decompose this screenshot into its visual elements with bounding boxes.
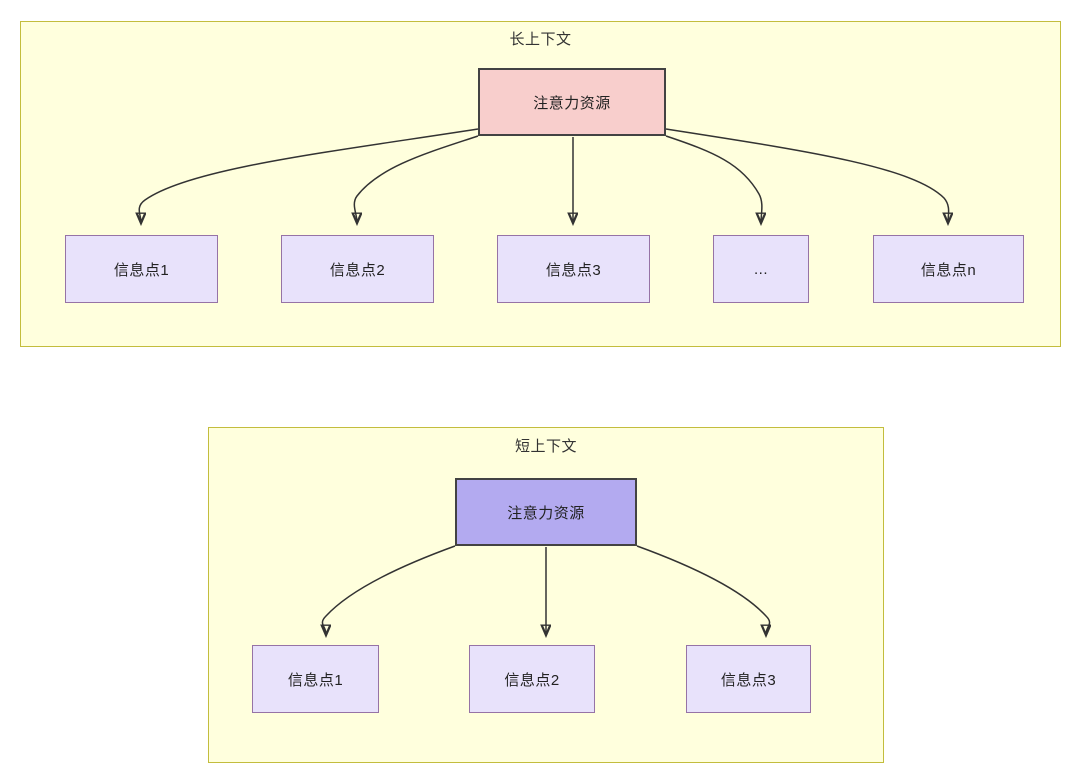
node-info-point-short-1[interactable]: 信息点1 [252,645,379,713]
node-label: ... [753,260,768,278]
node-info-point-long-1[interactable]: 信息点1 [65,235,218,303]
node-attention-resource-short[interactable]: 注意力资源 [455,478,637,546]
node-info-point-short-3[interactable]: 信息点3 [686,645,811,713]
node-label: 信息点3 [720,671,777,689]
node-label: 信息点1 [113,261,170,279]
node-label: 信息点n [920,261,977,279]
node-label: 注意力资源 [507,504,585,522]
group-long-context-title: 长上下文 [509,31,572,48]
node-label: 信息点2 [504,671,560,689]
node-label: 信息点2 [329,261,386,279]
node-label: 信息点1 [287,671,344,689]
group-short-context-title: 短上下文 [514,438,577,455]
node-label: 注意力资源 [533,94,611,112]
node-info-point-long-n[interactable]: 信息点n [873,235,1024,303]
node-attention-resource-long[interactable]: 注意力资源 [478,68,666,136]
node-info-point-short-2[interactable]: 信息点2 [469,645,595,713]
node-label: 信息点3 [545,261,602,279]
node-info-point-long-3[interactable]: 信息点3 [497,235,650,303]
node-info-point-long-2[interactable]: 信息点2 [281,235,434,303]
node-info-point-long-ellipsis[interactable]: ... [713,235,809,303]
